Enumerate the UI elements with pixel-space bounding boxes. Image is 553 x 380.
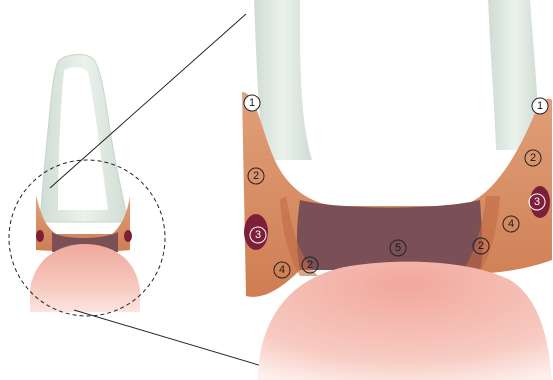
svg-text:4: 4 — [279, 264, 285, 276]
overview-gingiva — [30, 244, 140, 312]
connector-line-bottom — [74, 310, 262, 366]
svg-text:3: 3 — [534, 196, 540, 208]
svg-text:2: 2 — [478, 240, 484, 252]
zoom-gingiva — [258, 262, 552, 380]
zoom-tooth-inner — [300, 0, 496, 170]
svg-text:2: 2 — [530, 152, 536, 164]
svg-text:1: 1 — [249, 97, 255, 109]
svg-text:2: 2 — [307, 259, 313, 271]
overview-dark-spot-left — [36, 230, 44, 242]
svg-text:2: 2 — [253, 170, 259, 182]
svg-text:3: 3 — [255, 229, 261, 241]
svg-text:1: 1 — [537, 100, 543, 112]
zoom-sulcus — [297, 200, 482, 270]
overview-figure — [9, 55, 165, 316]
marker-1-right: 1 — [532, 98, 548, 114]
marker-1-left: 1 — [244, 95, 260, 111]
overview-dark-spot-right — [124, 230, 132, 242]
svg-text:5: 5 — [395, 242, 401, 254]
svg-text:4: 4 — [508, 218, 514, 230]
zoom-figure — [242, 0, 552, 380]
